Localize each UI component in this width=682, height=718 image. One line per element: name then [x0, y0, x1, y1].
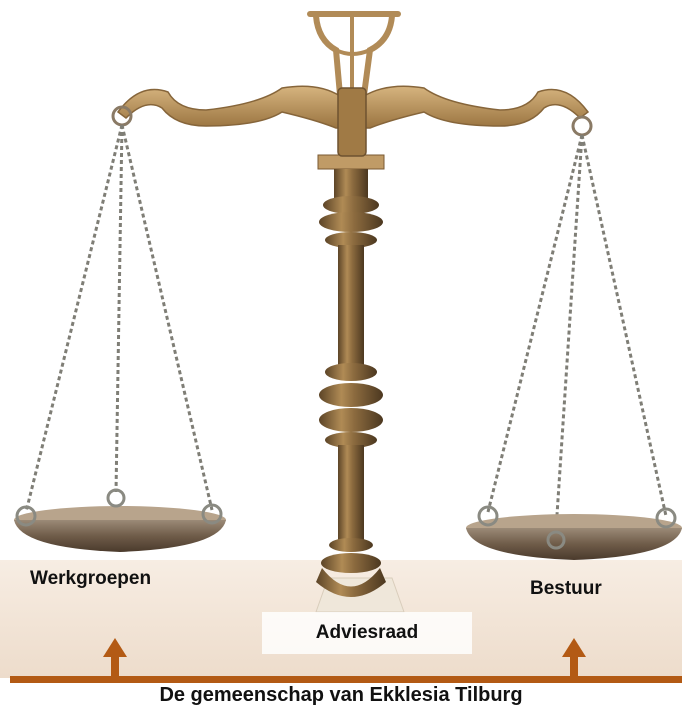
- footer-caption: De gemeenschap van Ekklesia Tilburg: [159, 684, 523, 706]
- scale-pillar: [316, 154, 386, 597]
- community-baseline-bar: [10, 676, 682, 683]
- scale-top-indicator: [307, 11, 401, 102]
- label-werkgroepen: Werkgroepen: [30, 568, 152, 589]
- arrow-up-left-icon: [103, 638, 127, 677]
- label-bestuur: Bestuur: [530, 578, 602, 599]
- label-adviesraad: Adviesraad: [262, 612, 472, 654]
- arrow-up-right-icon: [562, 638, 586, 677]
- scale-pivot: [337, 87, 367, 157]
- chains-left: [24, 124, 214, 513]
- pan-right: [466, 505, 682, 560]
- pan-left: [14, 488, 226, 552]
- chains-right: [486, 134, 668, 531]
